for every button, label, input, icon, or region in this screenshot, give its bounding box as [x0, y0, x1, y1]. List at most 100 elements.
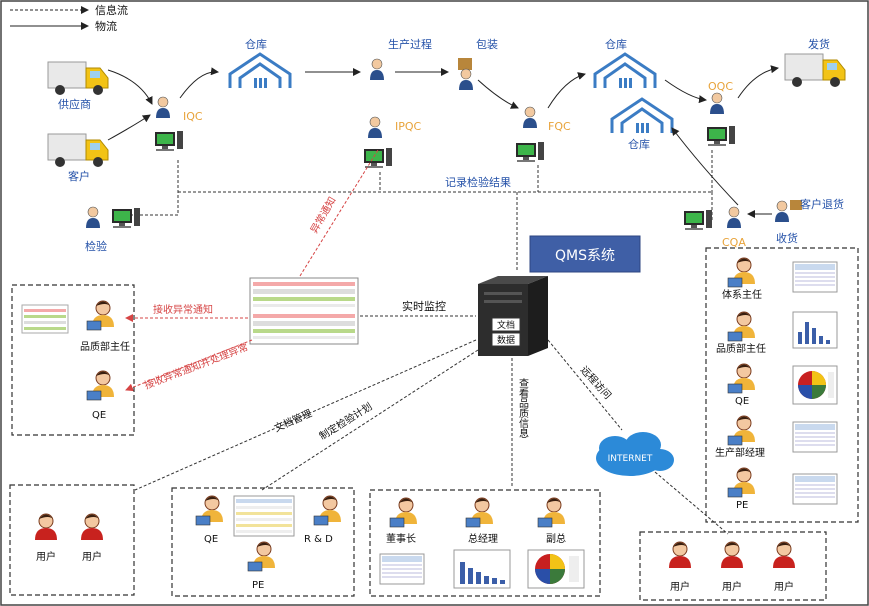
right-bar-chart	[792, 311, 838, 349]
legend-material-flow: 物流	[95, 19, 117, 33]
executives-box	[369, 489, 601, 597]
right-user-5-label: PE	[736, 500, 748, 511]
remote-user-2-label: 用户	[722, 580, 742, 593]
remote-user-1-label: 用户	[670, 580, 690, 593]
eng-pe-icon	[247, 541, 276, 572]
fqc-label: FQC	[548, 120, 571, 133]
server-docs-label: 文档	[497, 319, 515, 331]
user-1-label: 用户	[36, 550, 56, 563]
eng-pe-label: PE	[252, 580, 264, 591]
right-group-box	[705, 247, 859, 523]
remote-user-3-icon	[772, 541, 796, 569]
fqc-inspector	[522, 106, 538, 129]
vp-icon	[537, 497, 566, 528]
quality-manager-icon	[86, 300, 115, 331]
right-user-5-icon	[727, 467, 756, 498]
supplier-label: 供应商	[58, 97, 91, 111]
iqc-to-warehouse-arrow	[179, 67, 219, 99]
inspection-person	[85, 206, 101, 229]
remote-user-2-icon	[720, 541, 744, 569]
supplier-truck	[47, 61, 109, 96]
ipqc-inspector	[367, 116, 383, 139]
oqc-label: OQC	[708, 80, 733, 93]
right-user-4-label: 生产部经理	[715, 446, 765, 459]
ipqc-label: IPQC	[395, 120, 422, 133]
legend-info-flow: 信息流	[95, 3, 128, 17]
doc-management-label: 文档管理	[272, 407, 314, 435]
exec-bar-chart	[453, 549, 511, 589]
inspection-computer	[112, 208, 140, 228]
shipping-label: 发货	[808, 37, 830, 51]
remote-user-3-label: 用户	[774, 580, 794, 593]
receive-label: 收货	[776, 231, 798, 245]
right-pie-chart	[792, 365, 838, 405]
exception-notice-label: 异常通知	[307, 194, 338, 235]
warehouse1-icon	[228, 52, 292, 90]
inspection-label: 检验	[85, 239, 107, 253]
iqc-label: IQC	[183, 110, 203, 123]
cqa-inspector	[726, 206, 742, 229]
eng-qe-icon	[195, 495, 224, 526]
gm-icon	[465, 497, 494, 528]
server-data-label: 数据	[497, 334, 515, 346]
production-worker	[369, 58, 385, 81]
user-2-icon	[80, 513, 104, 541]
realtime-monitor-label: 实时监控	[402, 299, 446, 313]
fqc-to-warehouse-arrow	[547, 72, 586, 109]
right-user-1-icon	[727, 257, 756, 288]
receive-exception-label: 接收异常通知	[153, 303, 213, 316]
exception-notice-line	[299, 149, 379, 277]
view-quality-text: 查看品质信息	[517, 377, 529, 438]
eng-rd-icon	[313, 495, 342, 526]
right-user-3-icon	[727, 363, 756, 394]
record-label: 记录检验结果	[445, 175, 511, 189]
customer-to-iqc-arrow	[107, 114, 151, 141]
shipping-truck	[784, 53, 846, 88]
internet-to-users-line	[654, 471, 729, 535]
remote-users-box	[639, 531, 827, 601]
server-docs-tag	[491, 317, 521, 332]
oqc-to-shipping-arrow	[737, 65, 779, 99]
cqa-to-warehouse-arrow	[671, 127, 739, 206]
exec-report-table	[379, 553, 425, 585]
eng-report-thumb	[233, 495, 295, 537]
fqc-computer	[516, 142, 544, 162]
right-report-4	[792, 421, 838, 453]
iqc-computer	[155, 131, 183, 151]
user-1-icon	[34, 513, 58, 541]
oqc-inspector	[709, 92, 725, 115]
warehouse3-icon	[610, 97, 674, 135]
user-2-label: 用户	[82, 550, 102, 563]
left-qe-icon	[86, 370, 115, 401]
view-quality-label: 查看品质信息	[517, 377, 529, 438]
left-qe-label: QE	[92, 410, 106, 421]
internet-cloud-icon	[596, 432, 674, 476]
cqa-label: CQA	[722, 236, 746, 249]
return-box	[790, 200, 802, 210]
customer-return-label: 客户退货	[800, 197, 844, 211]
qms-box	[529, 235, 641, 273]
eng-qe-label: QE	[204, 534, 218, 545]
handle-exception-label: 接收异常通知并处理异常	[142, 340, 249, 392]
vp-label: 副总	[546, 532, 566, 545]
right-user-1-label: 体系主任	[722, 288, 762, 301]
right-user-2-label: 品质部主任	[716, 342, 766, 355]
internet-label: INTERNET	[608, 454, 653, 464]
packaging-label: 包装	[476, 38, 498, 51]
warehouse3-label: 仓库	[628, 137, 650, 151]
packaging-worker	[458, 68, 474, 91]
eng-rd-label: R & D	[304, 534, 333, 545]
handle-exception-arrow	[125, 339, 253, 392]
engineers-box	[171, 487, 355, 597]
users-box	[9, 484, 135, 596]
left-report-thumb	[21, 304, 69, 334]
package-box	[458, 58, 472, 70]
make-plan-line	[261, 349, 479, 491]
warehouse2-icon	[593, 52, 657, 90]
customer-truck	[47, 133, 109, 168]
packaging-to-fqc-arrow	[477, 79, 519, 109]
right-report-5	[792, 473, 838, 505]
customer-label: 客户	[68, 169, 90, 183]
